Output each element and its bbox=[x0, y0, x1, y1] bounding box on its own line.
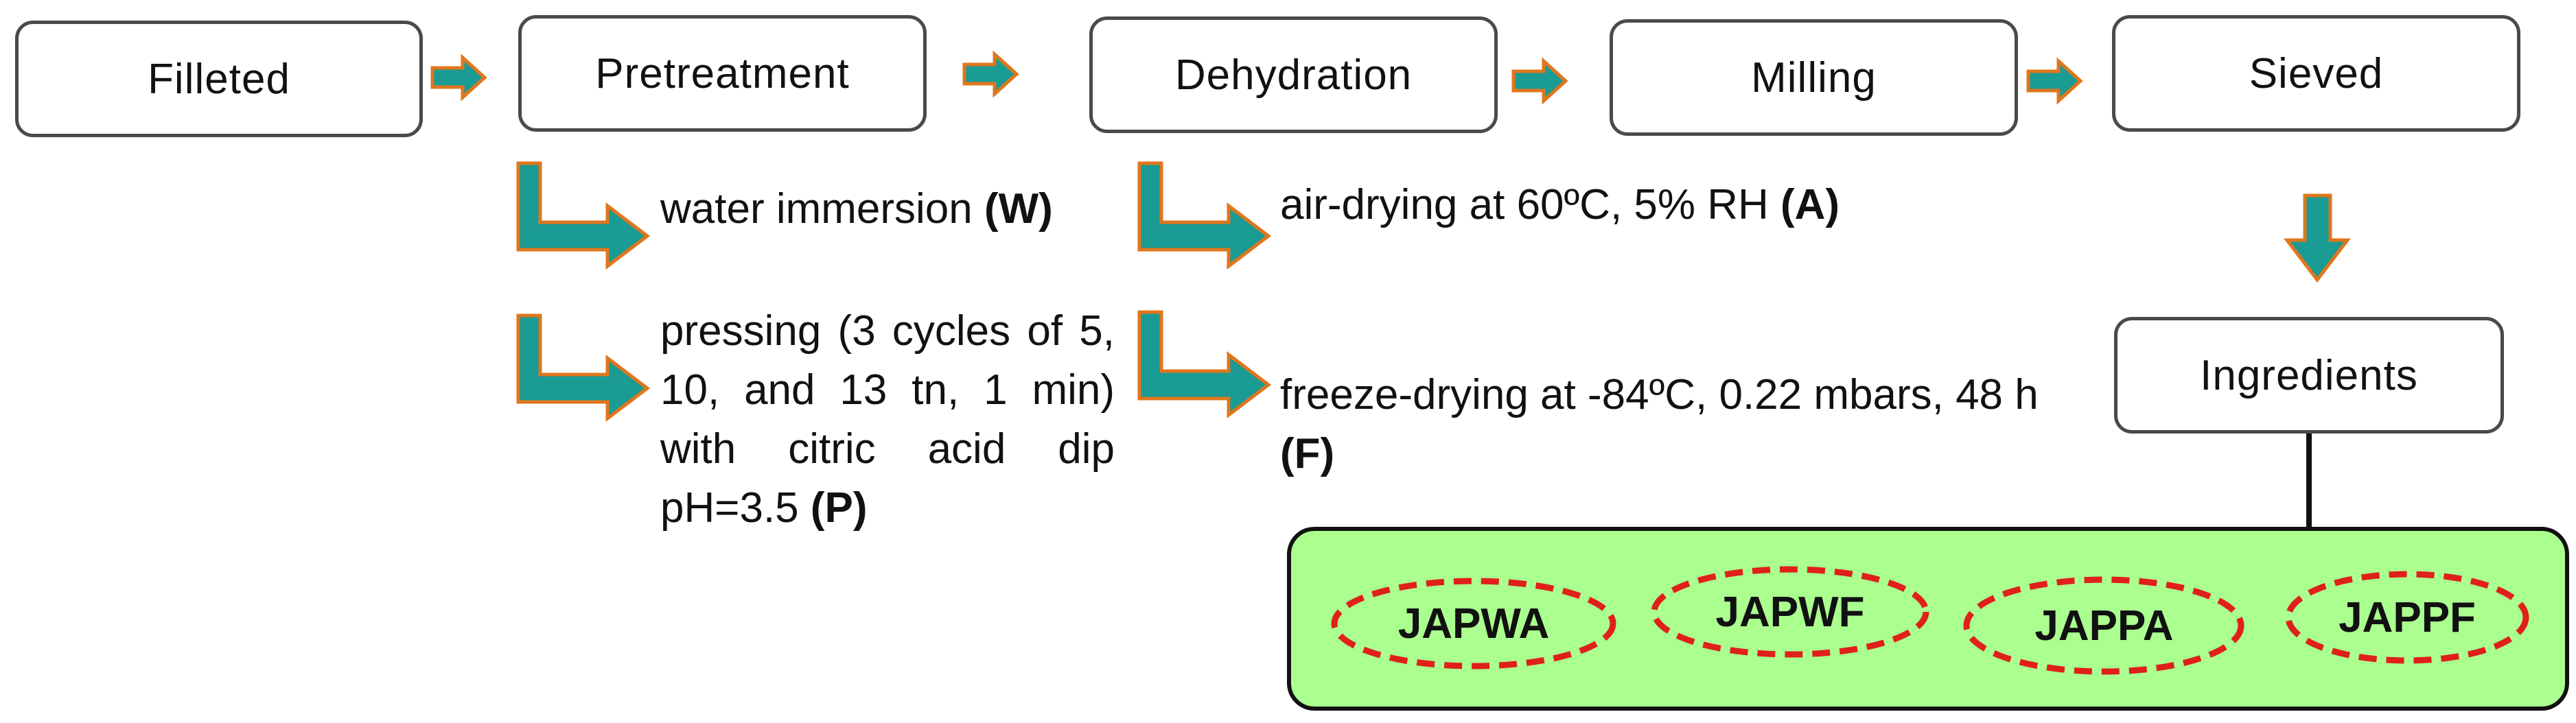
step-pretreatment-box: Pretreatment bbox=[518, 15, 927, 132]
pressing-description: pressing (3 cycles of 5, 10, and 13 tn, … bbox=[660, 307, 1115, 532]
products-panel bbox=[1287, 527, 2569, 711]
product-label: JAPPA bbox=[2034, 602, 2174, 650]
step-dehydration-label: Dehydration bbox=[1174, 51, 1413, 99]
product-label: JAPPF bbox=[2339, 593, 2476, 641]
freeze-code: (F) bbox=[1280, 430, 1335, 477]
pretreatment-pressing-text: pressing (3 cycles of 5, 10, and 13 tn, … bbox=[660, 302, 1115, 538]
freeze-description: freeze-drying at -84ºC, 0.22 mbars, 48 h bbox=[1280, 371, 2039, 418]
flow-arrow-2-icon bbox=[964, 54, 1017, 94]
product-oval-japwf: JAPWF bbox=[1649, 565, 1931, 659]
ingredients-label: Ingredients bbox=[2200, 351, 2418, 399]
dashed-ellipse-icon bbox=[1651, 566, 1929, 658]
step-milling-label: Milling bbox=[1751, 54, 1877, 102]
step-filleted-label: Filleted bbox=[148, 55, 290, 103]
flow-arrow-3-icon bbox=[1513, 61, 1566, 101]
step-pretreatment-label: Pretreatment bbox=[595, 49, 850, 97]
dashed-ellipse-icon bbox=[1331, 578, 1616, 669]
product-oval-jappa: JAPPA bbox=[1962, 575, 2247, 676]
product-label: JAPWF bbox=[1715, 588, 1865, 636]
product-label: JAPWA bbox=[1397, 600, 1550, 648]
step-sieved-box: Sieved bbox=[2112, 15, 2520, 132]
step-milling-box: Milling bbox=[1610, 19, 2018, 136]
pressing-code: (P) bbox=[810, 484, 868, 532]
dehydration-freeze-text: freeze-drying at -84ºC, 0.22 mbars, 48 h… bbox=[1280, 366, 2069, 484]
dehydration-air-text: air-drying at 60ºC, 5% RH (A) bbox=[1280, 176, 1898, 235]
flow-arrow-4-icon bbox=[2028, 61, 2080, 101]
air-code: (A) bbox=[1780, 181, 1840, 228]
step-sieved-label: Sieved bbox=[2249, 49, 2384, 97]
product-oval-japwa: JAPWA bbox=[1330, 576, 1618, 671]
step-dehydration-box: Dehydration bbox=[1089, 16, 1498, 133]
elbow-arrow-water-icon bbox=[518, 163, 647, 266]
elbow-arrow-air-icon bbox=[1139, 163, 1268, 266]
elbow-arrow-pressing-icon bbox=[518, 316, 647, 418]
pretreatment-water-text: water immersion (W) bbox=[660, 180, 1141, 239]
dashed-ellipse-icon bbox=[1963, 576, 2244, 675]
down-arrow-icon bbox=[2283, 193, 2352, 283]
dashed-ellipse-icon bbox=[2285, 571, 2529, 664]
elbow-arrow-freeze-icon bbox=[1139, 312, 1268, 415]
water-code: (W) bbox=[984, 185, 1053, 233]
step-filleted-box: Filleted bbox=[15, 21, 423, 137]
air-description: air-drying at 60ºC, 5% RH bbox=[1280, 181, 1781, 228]
water-description: water immersion bbox=[660, 185, 984, 233]
flow-arrow-1-icon bbox=[432, 58, 485, 97]
ingredients-box: Ingredients bbox=[2114, 317, 2504, 434]
product-oval-jappf: JAPPF bbox=[2284, 569, 2531, 665]
